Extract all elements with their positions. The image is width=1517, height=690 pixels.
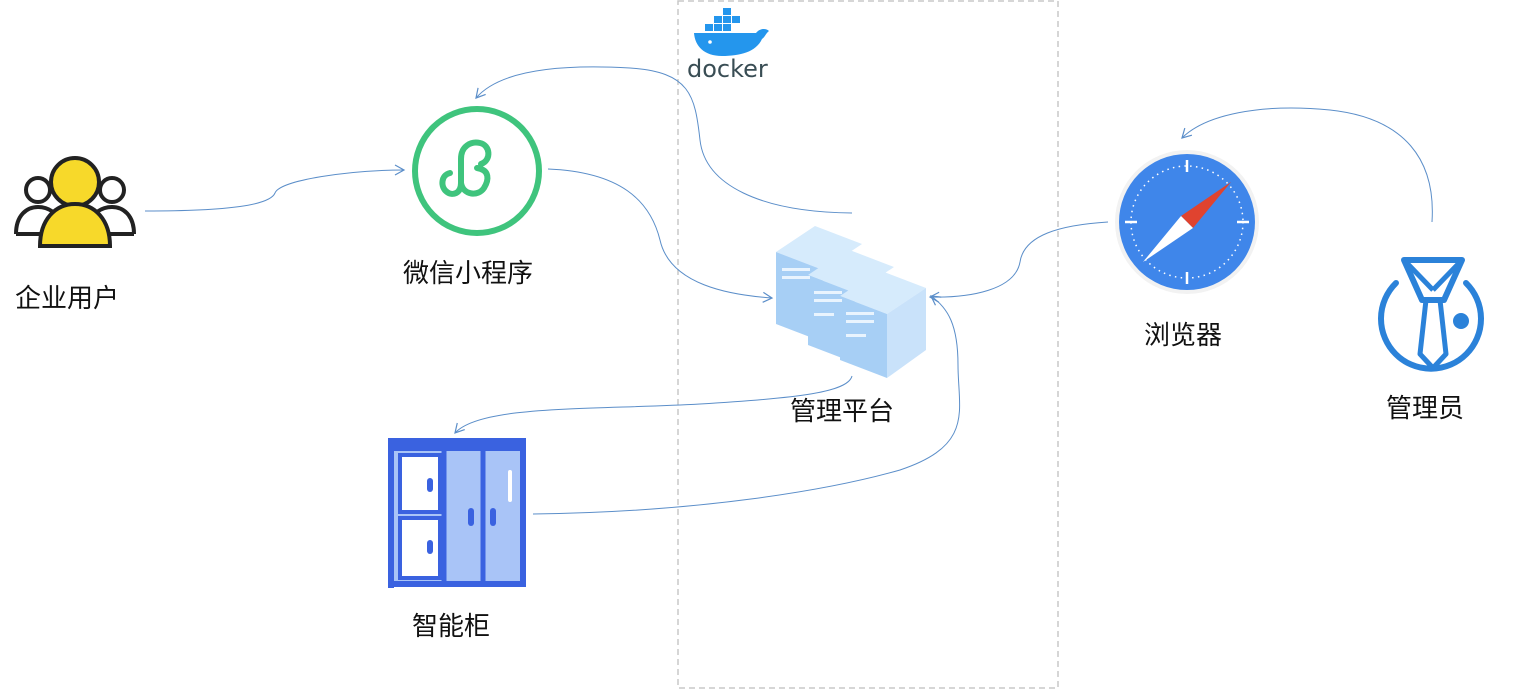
edge-browser-to-platform (928, 221, 1109, 303)
edge-platform-to-wechat (475, 66, 853, 214)
edge-wechat-to-platform (547, 168, 774, 303)
smart-cabinet-label: 智能柜 (412, 612, 491, 642)
edge-platform-to-cabinet (454, 375, 853, 434)
edge-cabinet-to-platform (532, 295, 961, 515)
browser-compass-icon (1115, 150, 1259, 294)
wechat-miniprogram-label: 微信小程序 (403, 259, 534, 289)
docker-container-boundary (677, 0, 1059, 689)
wechat-miniprogram-icon (412, 106, 542, 236)
users-group-icon (14, 156, 136, 248)
docker-logo: docker (687, 8, 769, 83)
browser-label: 浏览器 (1144, 321, 1223, 351)
edges (144, 66, 1433, 515)
edge-admin-to-browser (1181, 107, 1433, 223)
smart-cabinet-icon (388, 438, 526, 588)
management-platform-label: 管理平台 (790, 397, 895, 427)
server-cluster-icon (776, 226, 926, 378)
enterprise-user-label: 企业用户 (15, 284, 120, 314)
admin-label: 管理员 (1386, 394, 1465, 424)
admin-icon (1378, 257, 1484, 372)
docker-label: docker (687, 55, 768, 83)
docker-whale-icon (694, 8, 769, 56)
edge-user-to-wechat (144, 164, 406, 212)
